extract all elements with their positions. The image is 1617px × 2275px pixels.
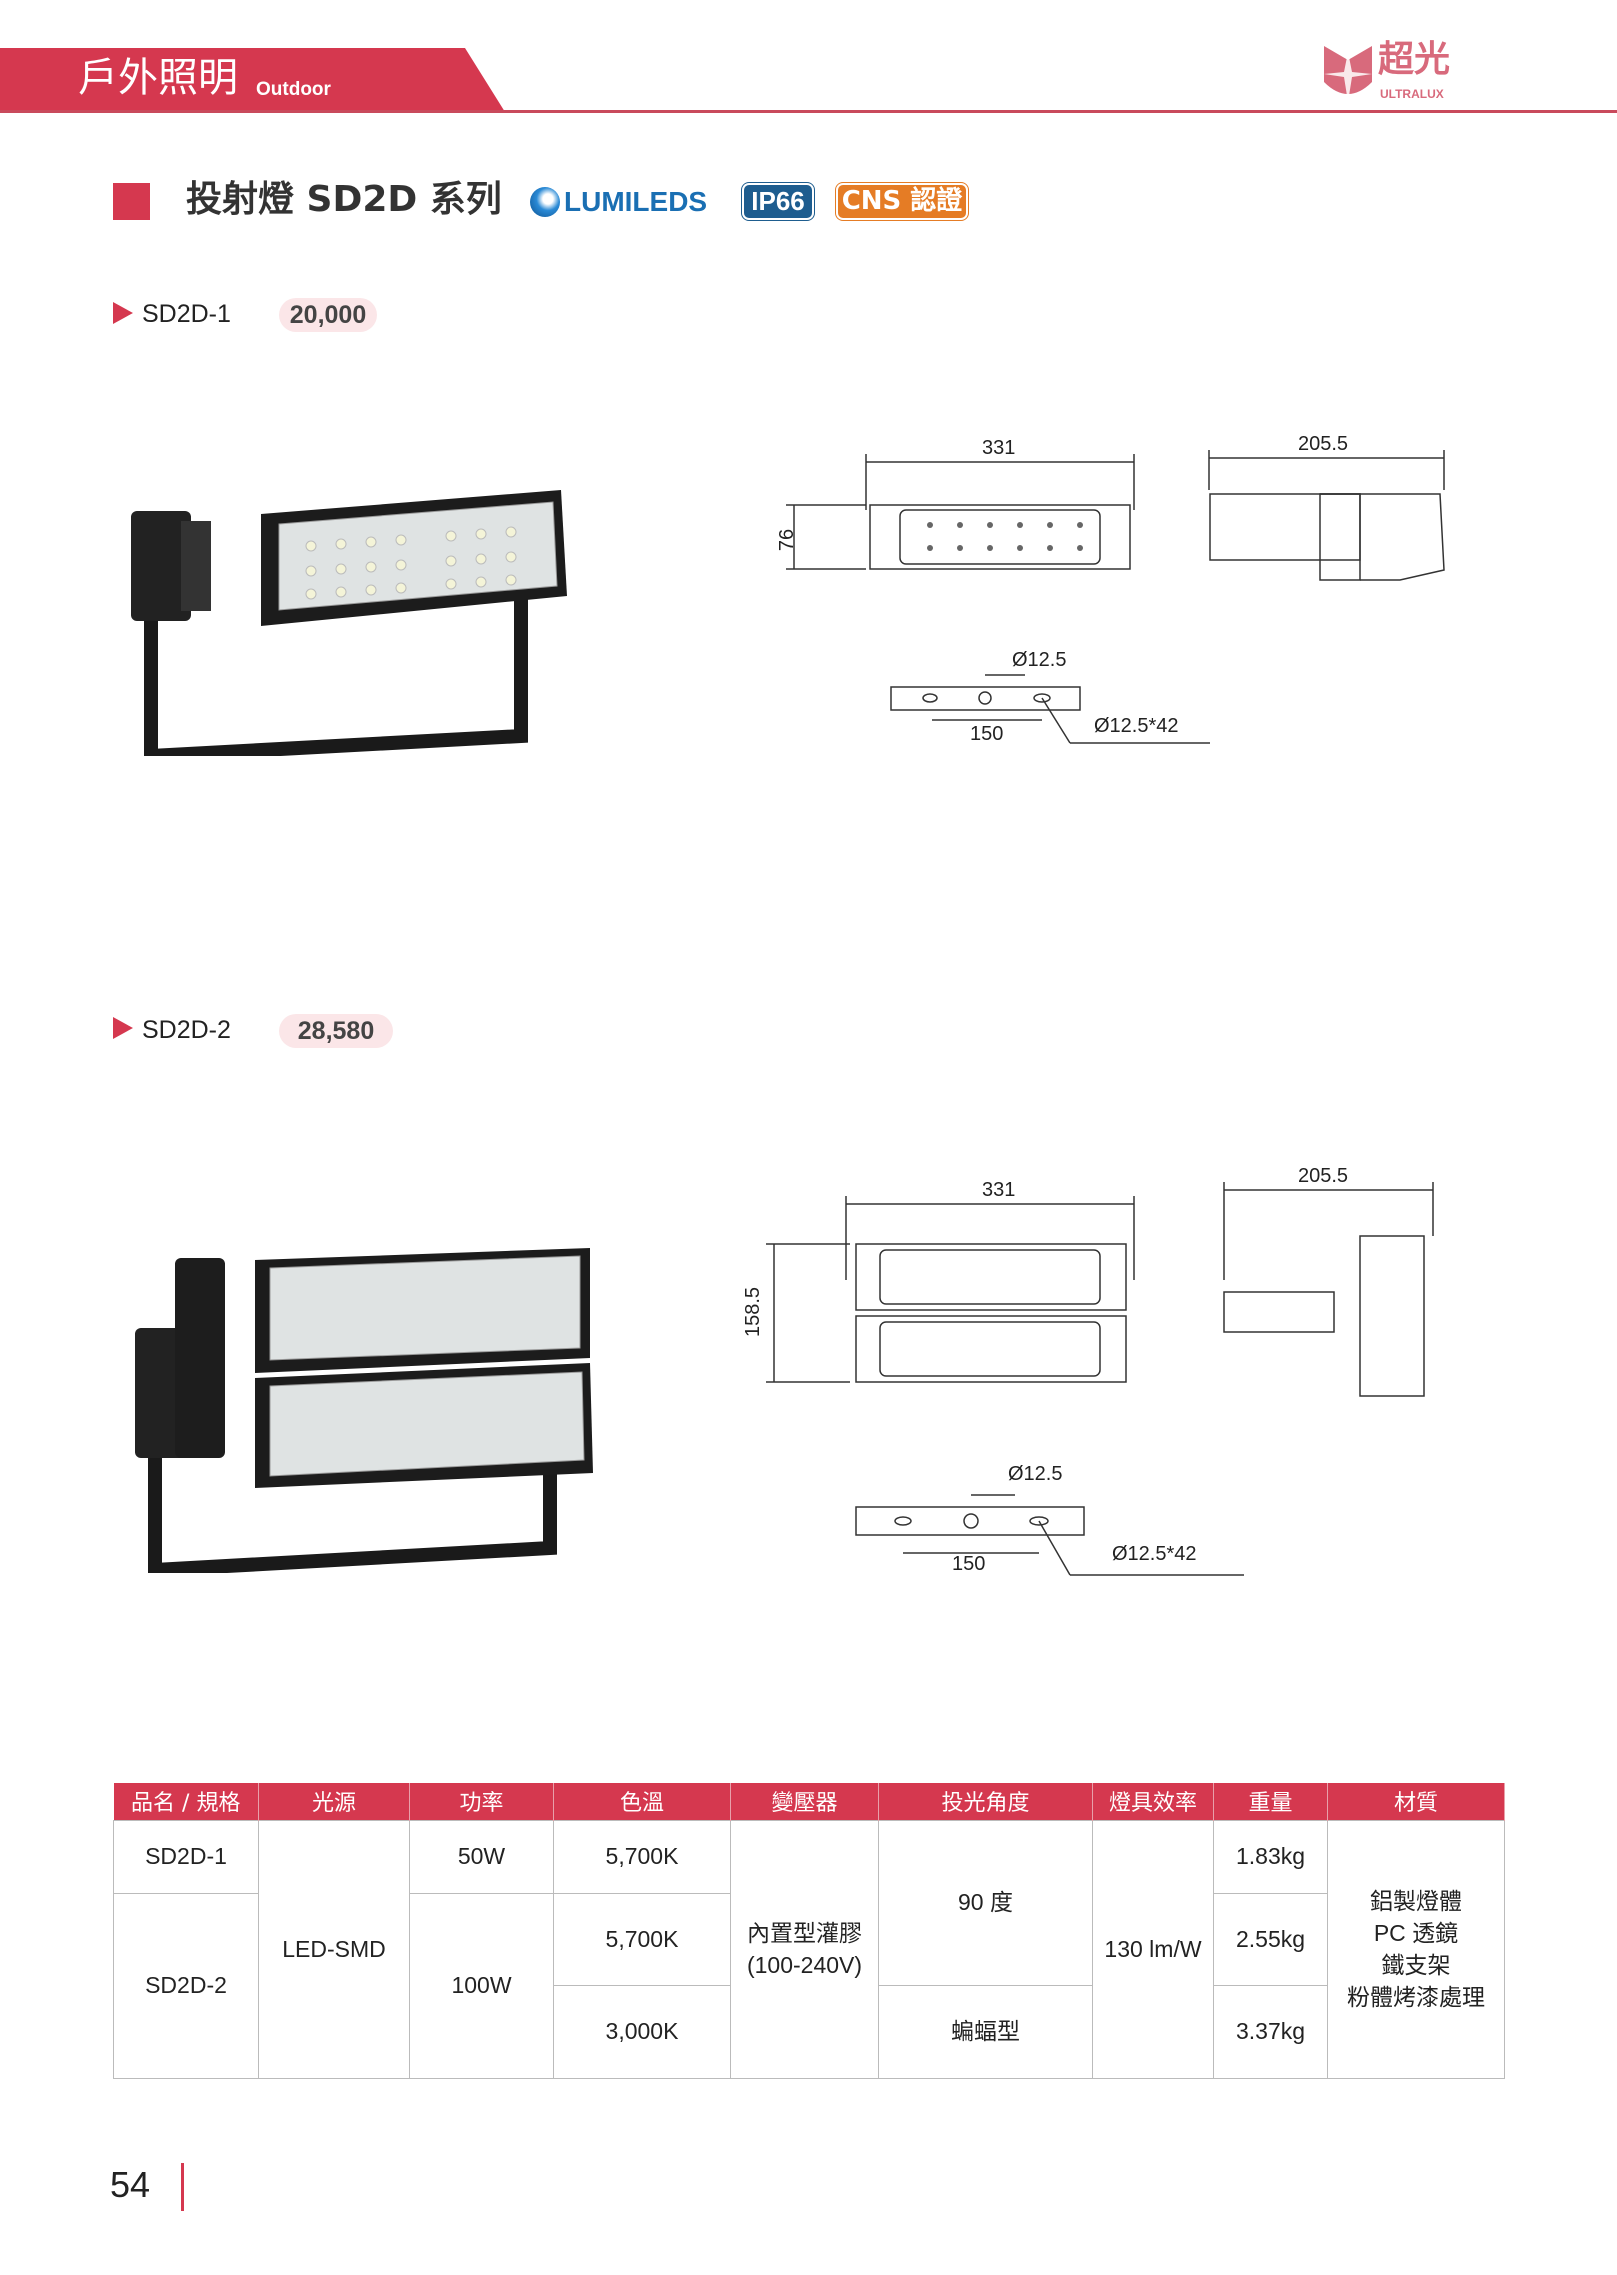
col-header: 材質 bbox=[1327, 1783, 1505, 1820]
cell-power: 50W bbox=[409, 1819, 554, 1894]
cell-efficacy: 130 lm/W bbox=[1092, 1819, 1214, 2079]
col-header: 色溫 bbox=[553, 1783, 731, 1820]
table-row: SD2D-2 100W 5,700K 2.55kg bbox=[113, 1892, 1505, 2079]
dim-depth: 205.5 bbox=[1298, 1165, 1349, 1187]
cell-cct: 3,000K bbox=[553, 1984, 731, 2079]
header-divider bbox=[0, 110, 1617, 113]
dim-depth: 205.5 bbox=[1298, 433, 1349, 455]
lumileds-text: LUMILEDS bbox=[564, 186, 708, 217]
col-header: 光源 bbox=[258, 1783, 410, 1820]
page-number-divider bbox=[181, 2163, 184, 2211]
cell-weight: 2.55kg bbox=[1213, 1892, 1328, 1986]
section-title-en: Outdoor bbox=[256, 79, 331, 100]
material-line: PC 透鏡 bbox=[1373, 1919, 1459, 1946]
section-banner bbox=[0, 48, 505, 112]
dimension-drawing-sd2d-2 bbox=[766, 1182, 1434, 1576]
dimension-drawing-sd2d-1 bbox=[786, 450, 1445, 744]
brand-name-en: ULTRALUX bbox=[1380, 87, 1444, 101]
lumileds-icon bbox=[530, 187, 560, 217]
cell-model: SD2D-1 bbox=[113, 1819, 259, 1894]
ip66-badge: IP66 bbox=[742, 183, 814, 220]
cell-cct: 5,700K bbox=[553, 1892, 731, 1986]
table-header-row: 品名 / 規格 光源 功率 色溫 變壓器 投光角度 燈具效率 重量 材質 bbox=[113, 1783, 1505, 1820]
dim-spacing: 150 bbox=[952, 1553, 986, 1575]
section-title-cn: 戶外照明 bbox=[78, 55, 238, 101]
model-label: SD2D-1 bbox=[142, 300, 231, 328]
dim-width: 331 bbox=[982, 1179, 1016, 1201]
material-line: 鐵支架 bbox=[1381, 1952, 1451, 1978]
dim-spacing: 150 bbox=[970, 723, 1004, 745]
dim-slot: Ø12.5*42 bbox=[1094, 715, 1179, 737]
cell-driver: 內置型灌膠 (100-240V) bbox=[730, 1819, 879, 2079]
cell-material: 鋁製燈體 PC 透鏡 鐵支架 粉體烤漆處理 bbox=[1327, 1819, 1505, 2079]
dim-hole: Ø12.5 bbox=[1012, 649, 1067, 671]
dim-slot: Ø12.5*42 bbox=[1112, 1543, 1197, 1565]
lumileds-logo: LUMILEDS bbox=[530, 184, 707, 220]
col-header: 變壓器 bbox=[730, 1783, 879, 1820]
col-header: 投光角度 bbox=[878, 1783, 1093, 1820]
lumen-badge: 28,580 bbox=[279, 1014, 393, 1048]
table-row: SD2D-1 LED-SMD 50W 5,700K 內置型灌膠 (100-240V… bbox=[113, 1819, 1505, 2079]
material-line: 鋁製燈體 bbox=[1370, 1887, 1462, 1914]
dim-width: 331 bbox=[982, 437, 1016, 459]
cell-source: LED-SMD bbox=[258, 1819, 410, 2079]
cell-cct: 5,700K bbox=[553, 1819, 731, 1894]
cell-model: SD2D-2 bbox=[113, 1892, 259, 2079]
page-number: 54 bbox=[110, 2164, 151, 2205]
col-header: 功率 bbox=[409, 1783, 554, 1820]
dim-height: 158.5 bbox=[742, 1286, 765, 1338]
cell-angle: 蝙蝠型 bbox=[878, 1984, 1093, 2079]
cell-angle: 90 度 bbox=[878, 1819, 1093, 1986]
cns-badge: CNS 認證 bbox=[836, 183, 968, 220]
dim-hole: Ø12.5 bbox=[1008, 1463, 1063, 1485]
product-photo-sd2d-2 bbox=[135, 1248, 593, 1573]
spec-table: 品名 / 規格 光源 功率 色溫 變壓器 投光角度 燈具效率 重量 材質 SD2… bbox=[113, 1783, 1505, 2079]
bullet-triangle-icon bbox=[113, 1017, 133, 1039]
product-photo-sd2d-1 bbox=[131, 490, 567, 756]
bullet-triangle-icon bbox=[113, 302, 133, 324]
driver-type: 內置型灌膠 bbox=[747, 1919, 862, 1946]
col-header: 重量 bbox=[1213, 1783, 1328, 1820]
brand-name-cn: 超光 bbox=[1378, 39, 1451, 80]
material-line: 粉體烤漆處理 bbox=[1347, 1984, 1485, 2011]
brand-logo-icon bbox=[1324, 46, 1372, 102]
page-title: 投射燈 SD2D 系列 bbox=[186, 179, 502, 220]
cell-weight: 3.37kg bbox=[1213, 1984, 1328, 2079]
table-row: 3,000K 蝙蝠型 3.37kg bbox=[114, 1984, 1505, 2079]
col-header: 燈具效率 bbox=[1092, 1783, 1214, 1820]
driver-voltage: (100-240V) bbox=[746, 1952, 863, 1978]
dim-height: 76 bbox=[776, 528, 799, 552]
lumen-badge: 20,000 bbox=[279, 298, 377, 332]
cell-weight: 1.83kg bbox=[1213, 1819, 1328, 1894]
model-label: SD2D-2 bbox=[142, 1016, 231, 1044]
title-marker bbox=[113, 183, 150, 220]
cell-power: 100W bbox=[409, 1892, 554, 2079]
col-header: 品名 / 規格 bbox=[113, 1783, 259, 1820]
